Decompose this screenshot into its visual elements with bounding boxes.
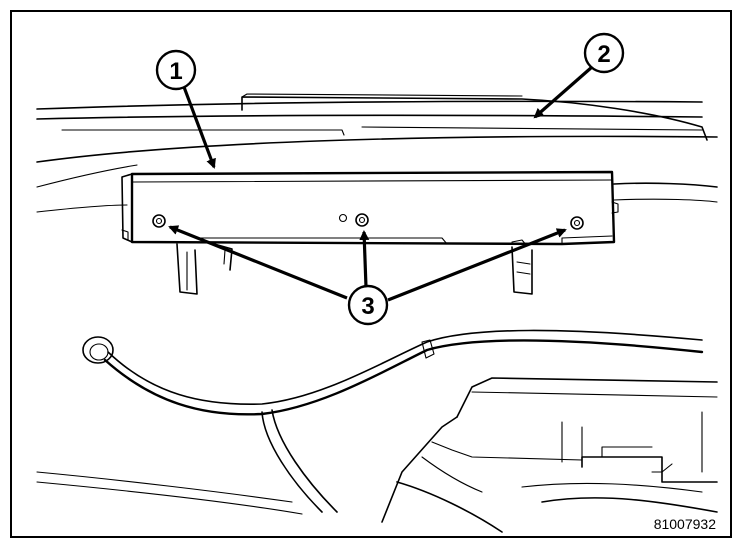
module-housing [121,170,619,295]
bolt-left-icon [152,214,166,228]
callout-2: 2 [583,32,625,74]
illustration-frame: 1 2 3 81007932 [10,10,732,538]
callout-3-label: 3 [361,293,374,320]
cowl-panel-lines [36,100,718,213]
bolt-center-icon [355,213,369,227]
wire-harness [82,329,704,513]
arrow-1 [182,86,216,169]
arrow-3-center [359,230,370,288]
figure-id: 81007932 [653,516,716,532]
windshield-trim-strip [241,93,708,141]
callout-3: 3 [347,284,389,326]
arrow-3-right [387,228,567,302]
arrow-2 [533,65,594,119]
callout-1: 1 [155,49,197,91]
callout-2-label: 2 [597,41,610,68]
engine-compartment [36,377,718,533]
arrow-3-left [168,225,348,300]
line-drawing: 1 2 3 [36,32,718,533]
callout-arrows [168,65,594,302]
callout-1-label: 1 [169,58,182,85]
bolt-right-icon [570,216,584,230]
